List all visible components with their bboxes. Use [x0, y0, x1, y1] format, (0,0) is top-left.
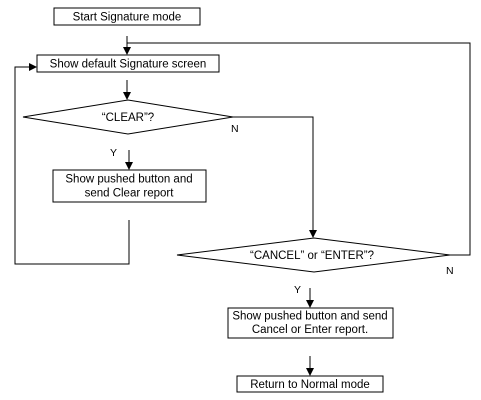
clear-action-label-line1: Show pushed button and: [65, 174, 192, 186]
return-node-label: Return to Normal mode: [250, 379, 370, 391]
cancel-enter-yes-label: Y: [294, 284, 301, 296]
clear-yes-label: Y: [110, 147, 117, 159]
cancel-enter-action-label-line2: Cancel or Enter report.: [252, 324, 368, 336]
connector-cancel-enter-no-loop: [127, 42, 471, 256]
clear-no-label: N: [231, 123, 239, 135]
return-node: Return to Normal mode: [236, 375, 384, 393]
clear-action-label-line2: send Clear report: [85, 188, 175, 200]
cancel-enter-decision-node: “CANCEL” or “ENTER”?: [176, 237, 451, 273]
start-node: Start Signature mode: [53, 7, 201, 26]
cancel-enter-no-label: N: [446, 265, 454, 277]
start-node-label: Start Signature mode: [73, 12, 182, 24]
connector-clear-loop-back: [14, 63, 130, 265]
connector-clear-no: [233, 116, 317, 238]
clear-decision-label: “CLEAR”?: [102, 112, 154, 124]
cancel-enter-decision-label: “CANCEL” or “ENTER”?: [250, 250, 374, 262]
cancel-enter-action-label-line1: Show pushed button and send: [232, 311, 387, 323]
clear-action-node: Show pushed button and send Clear report: [52, 169, 207, 203]
cancel-enter-action-node: Show pushed button and send Cancel or En…: [227, 307, 394, 339]
clear-decision-node: “CLEAR”?: [22, 99, 234, 135]
default-screen-node-label: Show default Signature screen: [50, 59, 207, 71]
default-screen-node: Show default Signature screen: [36, 54, 220, 73]
